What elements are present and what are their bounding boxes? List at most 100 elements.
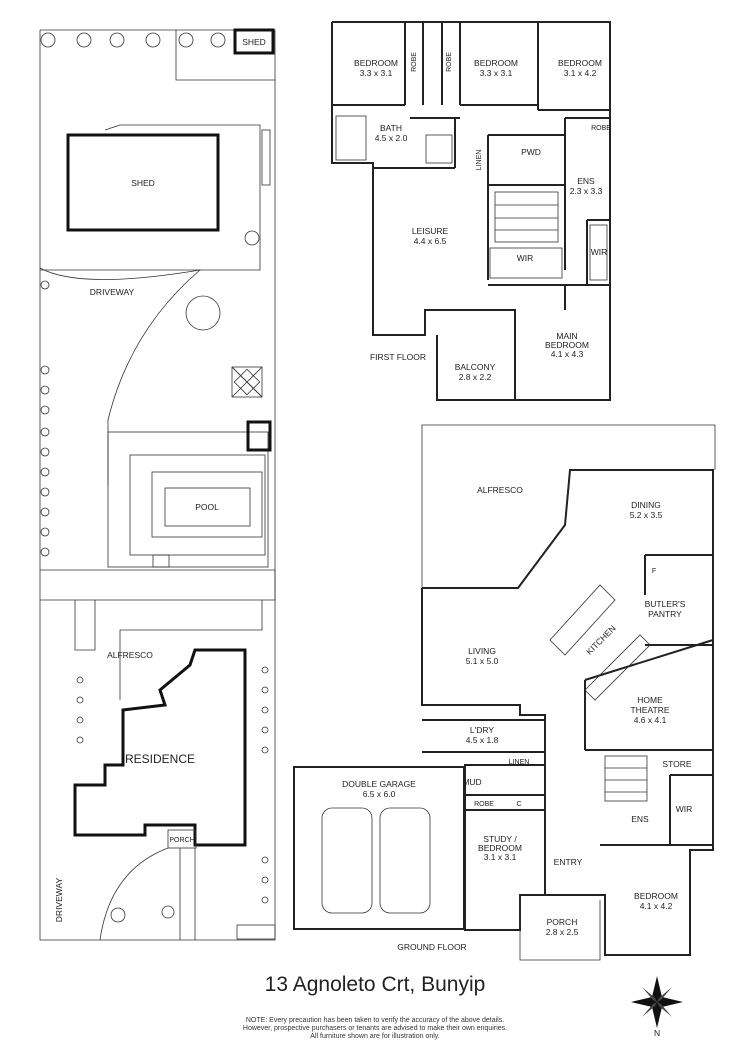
bath-tub [335,115,367,161]
gf-dining-size: 5.2 x 3.5 [630,510,663,520]
gf-ens: ENS [631,814,649,824]
gf-study-size: 3.1 x 3.1 [484,852,517,862]
pool-equipment [246,420,272,452]
site-porch-label: PORCH [169,837,194,844]
ff-robe1: ROBE [411,52,418,72]
ff-bedroom2-size: 3.3 x 3.1 [480,68,513,78]
gf-robe: ROBE [474,801,494,808]
driveway-top-label: DRIVEWAY [90,287,135,297]
ff-balcony-size: 2.8 x 2.2 [459,372,492,382]
gf-butlers-name2: PANTRY [648,609,682,619]
side-trees [40,280,50,557]
compass-rose: N [631,976,683,1038]
ff-balcony-name: BALCONY [455,362,496,372]
large-shed [66,133,220,232]
pool-deck [129,454,266,556]
car-2 [379,807,431,914]
gf-theatre-size: 4.6 x 4.1 [634,715,667,725]
ff-bedroom3-name: BEDROOM [558,58,602,68]
ff-robe2: ROBE [446,52,453,72]
ff-leisure-size: 4.4 x 6.5 [414,236,447,246]
driveway-curve [39,267,202,485]
car-1 [321,807,373,914]
ff-main-bedroom-name2: BEDROOM [545,340,589,350]
gf-entry: ENTRY [554,857,583,867]
ff-pwd: PWD [521,147,541,157]
first-floor-outline [331,21,611,401]
porch-outline [519,895,601,961]
site-boundary [39,29,276,941]
note-line-2: However, prospective purchasers or tenan… [242,1025,508,1032]
ff-main-bedroom-name: MAIN [556,331,577,341]
lower-trees [76,666,269,923]
gf-garage-name: DOUBLE GARAGE [342,779,416,789]
ff-robe3: ROBE [591,125,611,132]
ff-bath-size: 4.5 x 2.0 [375,133,408,143]
large-shed-label: SHED [131,178,155,188]
compass-north-point [652,976,662,1002]
disclaimer-note: NOTE: Every precaution has been taken to… [0,1017,750,1041]
ff-bedroom2-name: BEDROOM [474,58,518,68]
kitchen-bench [584,634,651,701]
gf-theatre-name2: THEATRE [630,705,669,715]
ff-linen: LINEN [476,150,483,171]
small-shed-label: SHED [242,37,266,47]
pool [164,487,251,527]
site-plan: SHED SHED DRIVEWAY POOL [39,28,276,941]
gf-theatre-name: HOME [637,695,663,705]
driveway-bottom-label: DRIVEWAY [54,877,64,922]
note-line-3: All furniture shown are for illustration… [310,1033,440,1040]
ff-bedroom1-size: 3.3 x 3.1 [360,68,393,78]
ground-floor-outline [421,469,714,956]
first-floor-plan: BEDROOM 3.3 x 3.1 BEDROOM 3.3 x 3.1 BEDR… [331,21,611,401]
gf-mud: MUD [462,777,481,787]
gf-bedroom-name: BEDROOM [634,891,678,901]
ground-floor-plan: ALFRESCO DINING 5.2 x 3.5 F BUTLER'S PAN… [293,424,716,961]
gf-cupboard: C [516,801,521,808]
compass-label: N [654,1028,660,1038]
gf-dining-name: DINING [631,500,661,510]
pool-label: POOL [195,502,219,512]
double-garage [293,766,465,930]
note-line-1: NOTE: Every precaution has been taken to… [245,1017,505,1024]
gf-garage-size: 6.5 x 6.0 [363,789,396,799]
site-alfresco-label: ALFRESCO [107,650,153,660]
pool-fence [107,431,269,568]
ff-bedroom3-size: 3.1 x 4.2 [564,68,597,78]
gf-porch-name: PORCH [547,917,578,927]
balcony-outline [436,335,515,401]
gf-fridge: F [652,568,656,575]
ff-main-bedroom-size: 4.1 x 4.3 [551,349,584,359]
ff-bath-name: BATH [380,123,402,133]
gf-butlers-name: BUTLER'S [645,599,686,609]
gazebo [231,366,263,398]
gf-wir: WIR [676,804,693,814]
gf-laundry-name: L'DRY [470,725,494,735]
gf-living-size: 5.1 x 5.0 [466,656,499,666]
site-porch [167,829,197,849]
residence-outline [73,648,247,847]
ff-leisure-name: LEISURE [412,226,449,236]
gf-level-label: GROUND FLOOR [397,942,466,952]
kitchen-island [549,584,616,656]
round-feature [185,295,221,331]
ff-wir2: WIR [591,247,608,257]
gf-laundry-size: 4.5 x 1.8 [466,735,499,745]
gf-store: STORE [662,759,691,769]
ff-level-label: FIRST FLOOR [370,352,426,362]
ff-bedroom1-name: BEDROOM [354,58,398,68]
residence-label: RESIDENCE [125,752,195,766]
first-floor-stairs [494,191,559,243]
gf-alfresco: ALFRESCO [477,485,523,495]
gf-porch-size: 2.8 x 2.5 [546,927,579,937]
property-address: 13 Agnoleto Crt, Bunyip [264,973,486,996]
pool-surround [151,471,263,538]
bath-shower [425,134,453,164]
ff-ens-name: ENS [577,176,595,186]
ff-ens-size: 2.3 x 3.3 [570,186,603,196]
top-trees [40,32,260,246]
ff-wir1: WIR [517,253,534,263]
ground-floor-stairs [604,755,648,802]
small-shed [233,28,275,55]
